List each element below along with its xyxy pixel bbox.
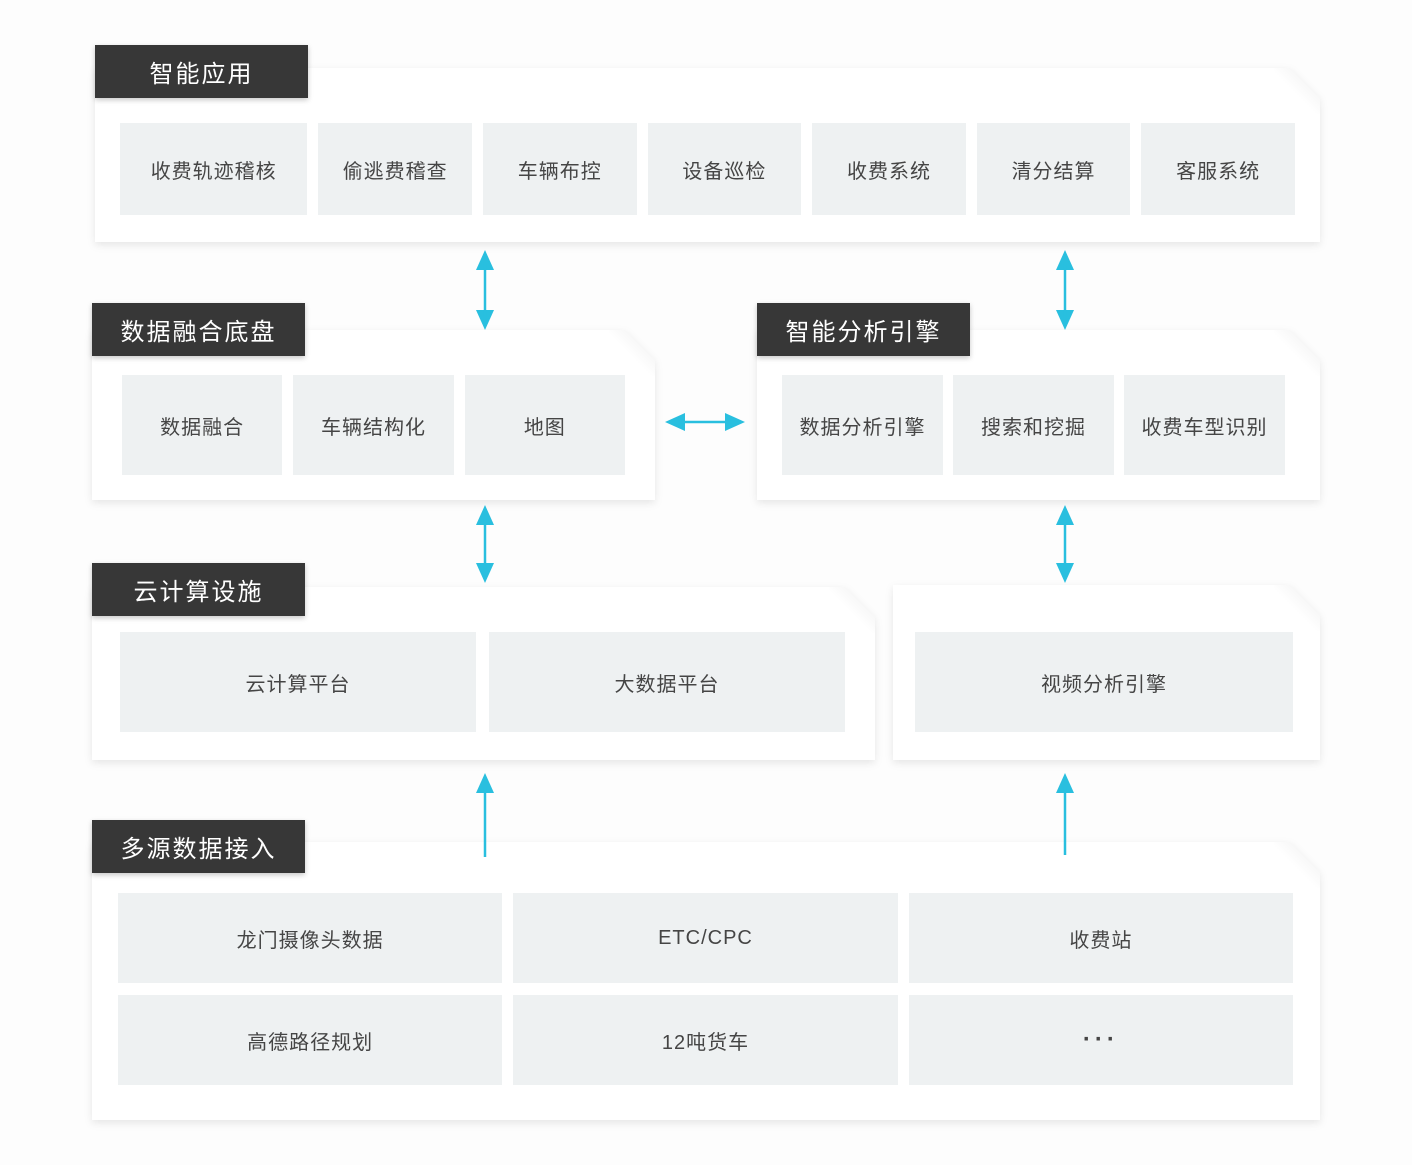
data-fusion-item-row: 数据融合 车辆结构化 地图: [122, 375, 625, 475]
smart-apps-item-row: 收费轨迹稽核 偷逃费稽查 车辆布控 设备巡检 收费系统 清分结算 客服系统: [120, 123, 1295, 215]
item-block: 收费车型识别: [1124, 375, 1285, 475]
item-block: 客服系统: [1141, 123, 1295, 215]
item-block: 设备巡检: [648, 123, 802, 215]
item-block: ETC/CPC: [513, 893, 897, 983]
item-block: 收费站: [909, 893, 1293, 983]
item-block: 偷逃费稽查: [318, 123, 472, 215]
arrow-up-down-icon: [476, 250, 494, 330]
section-cloud-infra: 云计算平台 大数据平台: [92, 587, 875, 760]
section-title-data-sources: 多源数据接入: [92, 820, 305, 873]
item-block: 云计算平台: [120, 632, 476, 732]
item-block: 收费系统: [812, 123, 966, 215]
section-smart-apps: 收费轨迹稽核 偷逃费稽查 车辆布控 设备巡检 收费系统 清分结算 客服系统: [95, 68, 1320, 242]
item-block-ellipsis: ···: [909, 995, 1293, 1085]
section-analysis-engine-panel: 数据分析引擎 搜索和挖掘 收费车型识别: [757, 330, 1320, 500]
section-data-sources: 龙门摄像头数据 ETC/CPC 收费站 高德路径规划 12吨货车 ···: [92, 842, 1320, 1120]
arrow-up-down-icon: [1056, 505, 1074, 583]
arrow-up-icon: [1056, 773, 1074, 855]
arrow-up-icon: [476, 773, 494, 857]
item-block: 12吨货车: [513, 995, 897, 1085]
section-data-fusion-panel: 数据融合 车辆结构化 地图: [92, 330, 655, 500]
video-engine-item-row: 视频分析引擎: [915, 632, 1293, 732]
item-block: 车辆布控: [483, 123, 637, 215]
section-title-data-fusion: 数据融合底盘: [92, 303, 305, 356]
item-block: 数据融合: [122, 375, 282, 475]
section-analysis-engine: 数据分析引擎 搜索和挖掘 收费车型识别: [757, 330, 1320, 500]
section-video-engine: 视频分析引擎: [893, 585, 1320, 760]
item-block: 高德路径规划: [118, 995, 502, 1085]
item-block: 搜索和挖掘: [953, 375, 1114, 475]
item-block: 清分结算: [977, 123, 1131, 215]
item-block: 地图: [465, 375, 625, 475]
data-sources-item-grid: 龙门摄像头数据 ETC/CPC 收费站 高德路径规划 12吨货车 ···: [118, 893, 1293, 1085]
section-data-fusion: 数据融合 车辆结构化 地图: [92, 330, 655, 500]
section-cloud-infra-panel: 云计算平台 大数据平台: [92, 587, 875, 760]
item-block: 收费轨迹稽核: [120, 123, 307, 215]
item-block: 视频分析引擎: [915, 632, 1293, 732]
arrow-up-down-icon: [1056, 250, 1074, 330]
cloud-infra-item-row: 云计算平台 大数据平台: [120, 632, 845, 732]
item-block: 数据分析引擎: [782, 375, 943, 475]
item-block: 车辆结构化: [293, 375, 453, 475]
item-block: 大数据平台: [489, 632, 845, 732]
section-data-sources-panel: 龙门摄像头数据 ETC/CPC 收费站 高德路径规划 12吨货车 ···: [92, 842, 1320, 1120]
section-smart-apps-panel: 收费轨迹稽核 偷逃费稽查 车辆布控 设备巡检 收费系统 清分结算 客服系统: [95, 68, 1320, 242]
section-title-cloud-infra: 云计算设施: [92, 563, 305, 616]
section-video-engine-panel: 视频分析引擎: [893, 585, 1320, 760]
arrow-left-right-icon: [665, 413, 745, 431]
section-title-smart-apps: 智能应用: [95, 45, 308, 98]
arrow-up-down-icon: [476, 505, 494, 583]
analysis-engine-item-row: 数据分析引擎 搜索和挖掘 收费车型识别: [782, 375, 1285, 475]
item-block: 龙门摄像头数据: [118, 893, 502, 983]
section-title-analysis-engine: 智能分析引擎: [757, 303, 970, 356]
